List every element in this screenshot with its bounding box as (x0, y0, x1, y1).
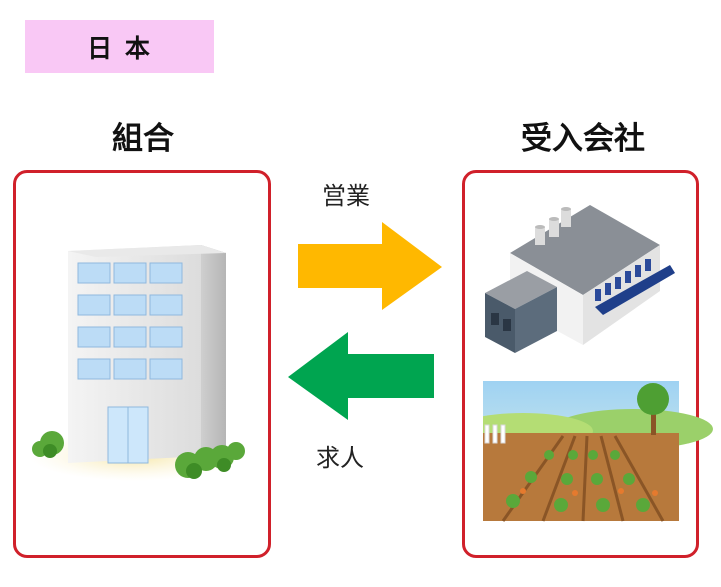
union-heading: 組合 (112, 121, 174, 157)
sales-arrow (298, 222, 442, 310)
host-company-heading: 受入会社 (521, 121, 645, 157)
sales-label: 営業 (322, 182, 370, 210)
recruitment-arrow (288, 332, 434, 420)
office-building-illustration (29, 245, 245, 481)
union-box (13, 170, 271, 558)
recruitment-label: 求人 (316, 444, 364, 472)
country-tag: 日 本 (25, 20, 214, 73)
host-company-box (462, 170, 713, 558)
vegetable-farm-illustration (483, 381, 713, 522)
factory-illustration (485, 205, 675, 353)
